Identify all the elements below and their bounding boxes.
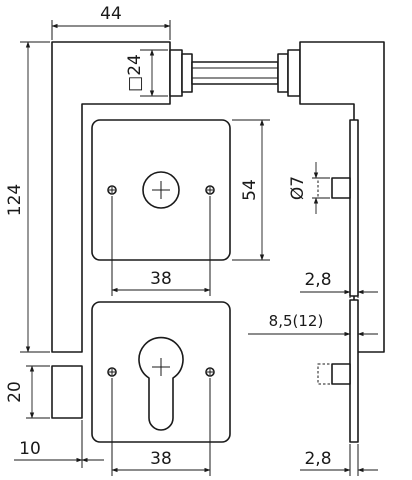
- dimension-label-38-top: 38: [150, 269, 172, 289]
- spindle: [191, 61, 279, 85]
- dimension-label-2-8-top: 2,8: [304, 270, 331, 290]
- profile-cylinder-hole-icon: [138, 336, 184, 431]
- right-collar: [287, 49, 301, 97]
- left-collar-ring: [181, 53, 193, 93]
- right-collar-ring: [277, 53, 289, 93]
- dimension-label-2-8-bottom: 2,8: [304, 449, 331, 469]
- left-lever: [51, 41, 171, 353]
- bottom-rose-side-view: [317, 299, 359, 443]
- dimension-label-54: 54: [240, 179, 260, 201]
- dimension-label-38-bottom: 38: [150, 449, 172, 469]
- dimension-label-44: 44: [100, 4, 122, 24]
- key-rose: [91, 119, 231, 261]
- handle-assembly: [51, 41, 385, 353]
- dimension-label-diameter-7: Ø7: [288, 176, 308, 200]
- dimension-label-square-24: □24: [125, 54, 145, 92]
- spacer-block: [51, 365, 83, 419]
- left-collar: [169, 49, 183, 97]
- dimension-label-8-5-12: 8,5(12): [269, 312, 324, 330]
- dimension-label-20: 20: [5, 381, 25, 403]
- cylinder-rose: [91, 301, 231, 443]
- dimension-label-10: 10: [19, 439, 41, 459]
- dimension-label-124: 124: [5, 184, 25, 216]
- top-rose-side-view: [317, 119, 359, 297]
